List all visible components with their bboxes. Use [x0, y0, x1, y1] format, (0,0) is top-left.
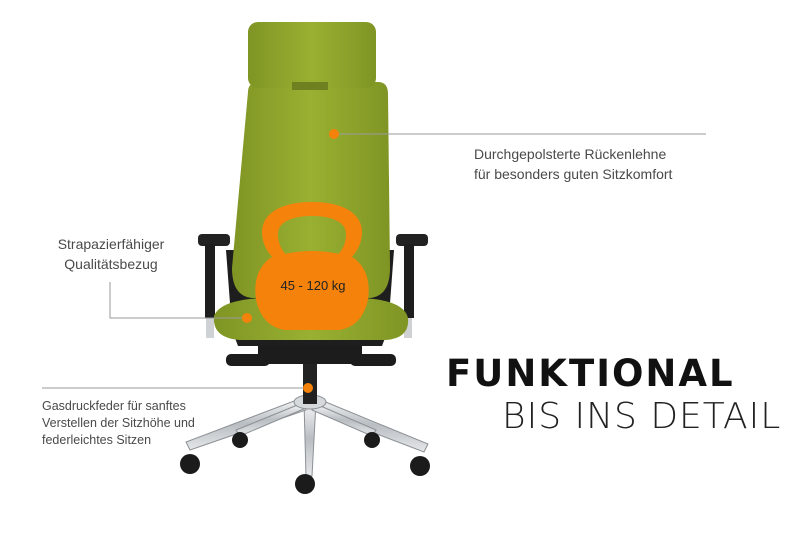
kettlebell-icon — [255, 202, 369, 330]
headline-primary: FUNKTIONAL — [446, 352, 735, 395]
gas-spring-feature-line: Gasdruckfeder für sanftes — [42, 399, 186, 413]
fabric-feature-line: Qualitätsbezug — [64, 256, 158, 272]
left-armrest — [198, 234, 230, 338]
gas-column — [303, 360, 317, 404]
headrest — [248, 22, 376, 88]
callout-lines — [42, 133, 706, 389]
gas-spring-feature-label: Gasdruckfeder für sanftes Verstellen der… — [42, 398, 195, 449]
headline-secondary: BIS INS DETAIL — [502, 396, 782, 437]
fabric-marker-dot — [242, 313, 252, 323]
gas-spring-feature-line: Verstellen der Sitzhöhe und — [42, 416, 195, 430]
backrest-feature-line: für besonders guten Sitzkomfort — [474, 166, 673, 182]
backrest-feature-label: Durchgepolsterte Rückenlehne für besonde… — [474, 144, 672, 184]
backrest-marker-dot — [329, 129, 339, 139]
fabric-feature-label: Strapazierfähiger Qualitätsbezug — [38, 234, 184, 274]
weight-capacity-label: 45 - 120 kg — [280, 278, 346, 293]
right-armrest — [396, 234, 428, 338]
fabric-feature-line: Strapazierfähiger — [57, 236, 165, 252]
backrest-feature-line: Durchgepolsterte Rückenlehne — [474, 146, 667, 162]
gas-spring-feature-line: federleichtes Sitzen — [42, 433, 152, 447]
chair-casters — [180, 432, 430, 494]
gas-spring-marker-dot — [303, 383, 313, 393]
chair-base — [185, 394, 429, 477]
